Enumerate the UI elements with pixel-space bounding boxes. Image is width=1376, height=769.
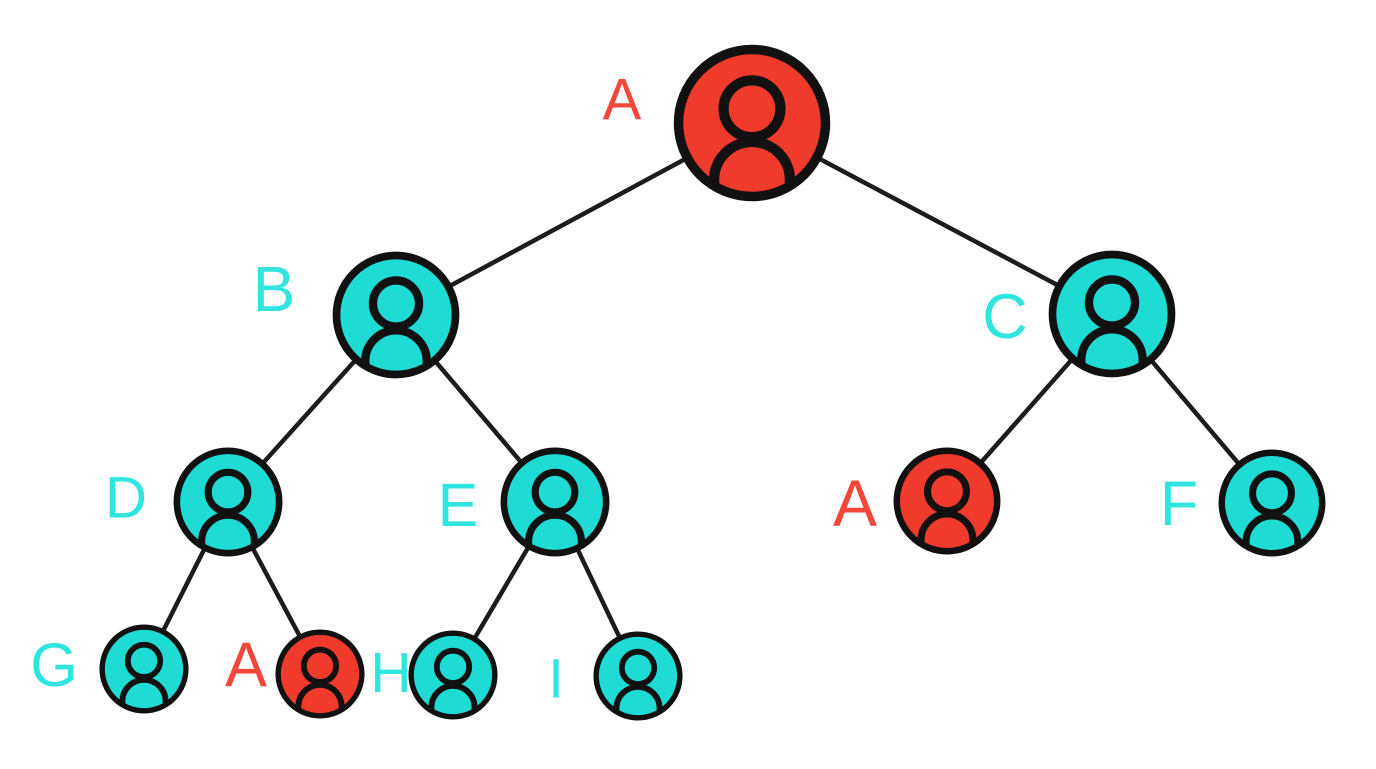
tree-node-B: B: [253, 253, 456, 392]
person-icon: [596, 634, 680, 730]
node-label-A2: A: [833, 466, 877, 540]
person-icon: [679, 50, 826, 218]
node-label-D: D: [105, 466, 147, 531]
person-icon: [336, 255, 455, 391]
person-icon: [177, 451, 279, 568]
node-label-G: G: [30, 631, 77, 699]
node-label-H: H: [370, 641, 411, 705]
person-icon: [102, 627, 186, 723]
person-icon: [1052, 254, 1171, 390]
tree-node-C: C: [982, 254, 1171, 390]
tree-node-E: E: [438, 451, 606, 568]
person-icon: [504, 451, 606, 568]
node-label-F: F: [1160, 469, 1198, 539]
nodes-layer: A B C D E A F G A H I: [30, 50, 1322, 730]
tree-node-D: D: [105, 451, 279, 568]
node-label-I: I: [548, 647, 564, 710]
node-label-root-A: A: [603, 68, 642, 133]
person-icon: [1222, 453, 1322, 568]
node-label-B: B: [253, 253, 296, 325]
tree-node-H: H: [370, 633, 494, 729]
tree-node-G: G: [30, 627, 186, 723]
tree-node-F: F: [1160, 453, 1322, 568]
node-label-C: C: [982, 282, 1028, 352]
edges-layer: [141, 120, 1275, 679]
node-label-A3: A: [225, 630, 267, 700]
tree-node-I: I: [548, 634, 680, 730]
person-icon: [897, 451, 997, 566]
person-icon: [411, 633, 495, 729]
tree-node-root-A: A: [603, 50, 826, 218]
node-label-E: E: [438, 471, 479, 539]
tree-node-A2: A: [833, 451, 997, 566]
tree-node-A3: A: [225, 630, 362, 728]
person-icon: [278, 632, 362, 728]
